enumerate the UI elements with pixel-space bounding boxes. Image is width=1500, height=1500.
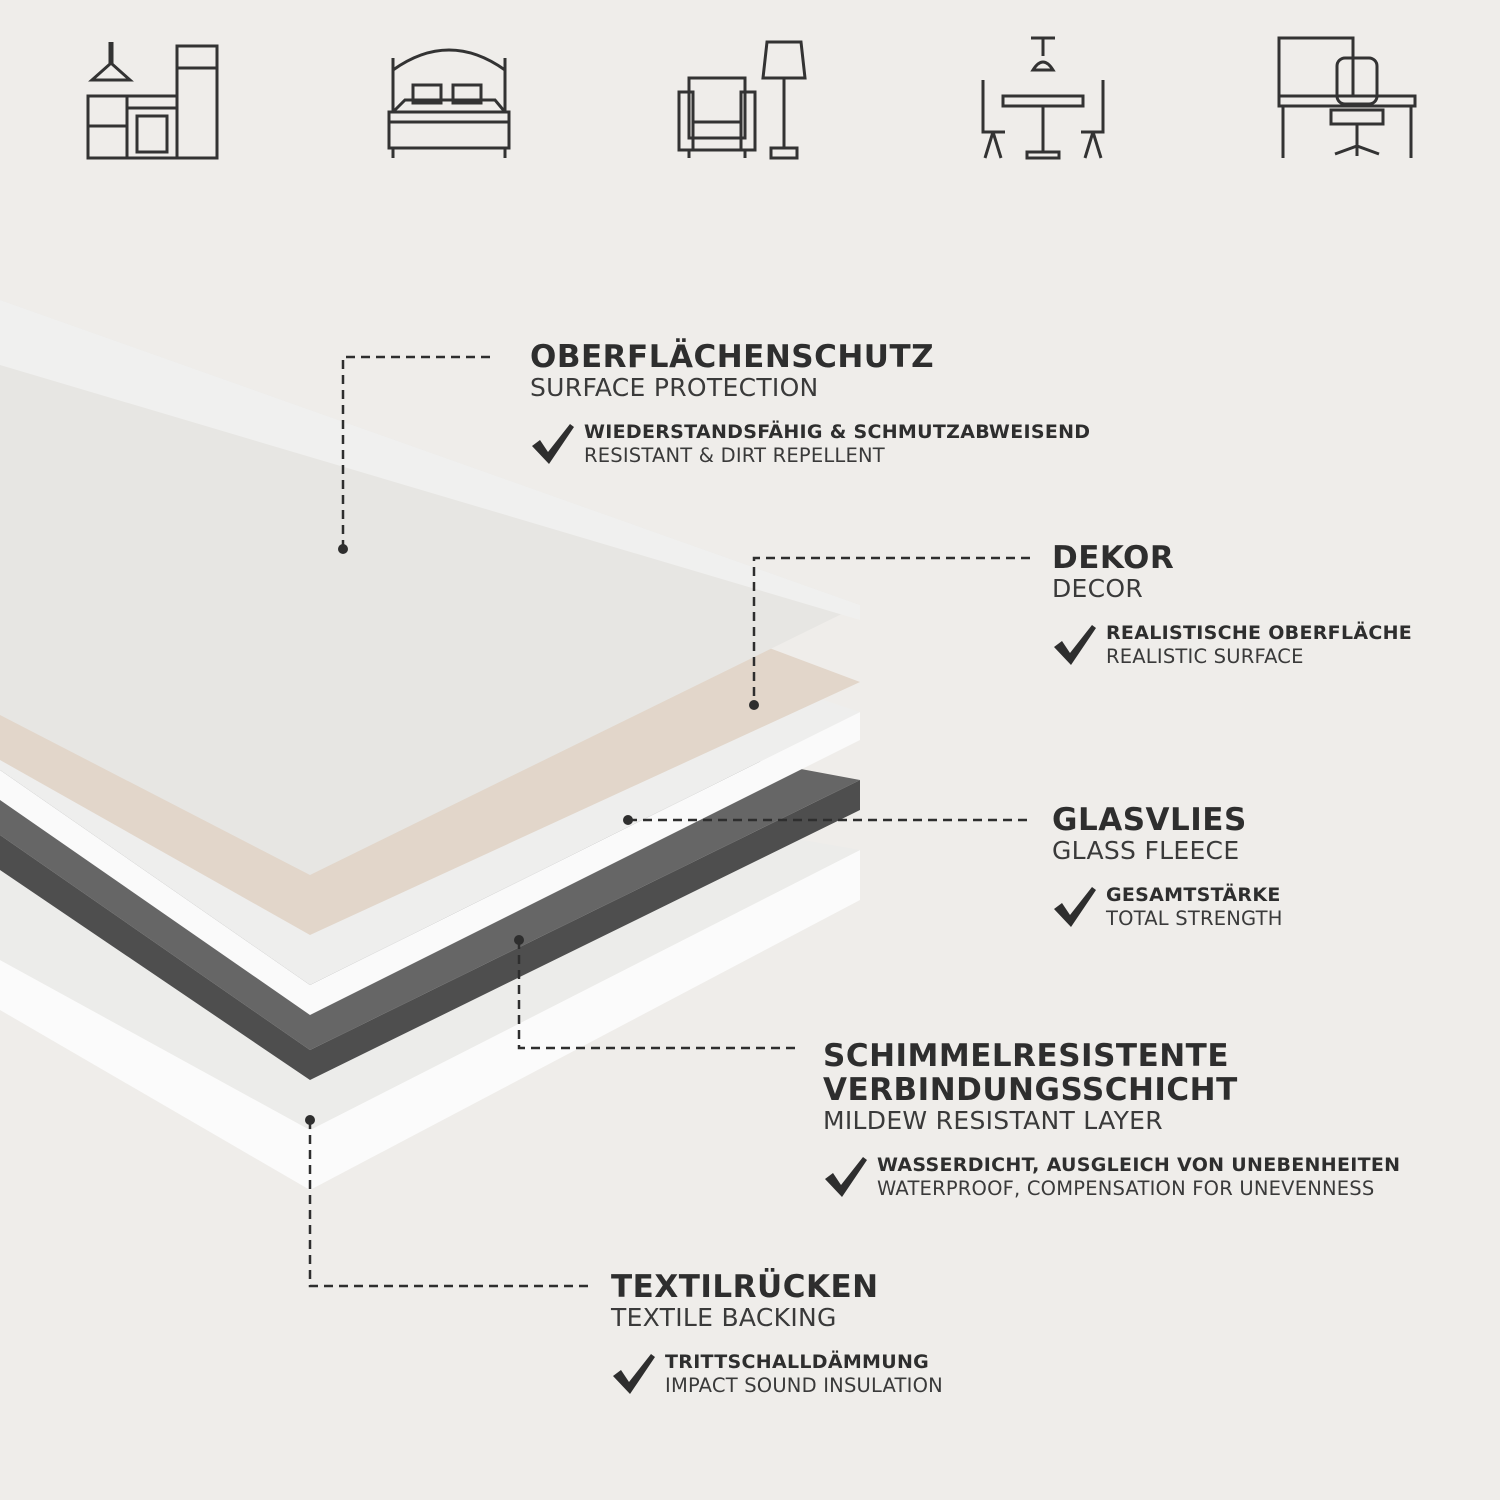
checkmark-icon [1054,887,1096,927]
feature-title: TRITTSCHALLDÄMMUNG [665,1351,930,1373]
feature-subtitle: IMPACT SOUND INSULATION [665,1374,943,1397]
decor-callout: DEKOR DECOR REALISTISCHE OBERFLÄCHE REAL… [1052,541,1412,668]
feature-title: REALISTISCHE OBERFLÄCHE [1106,622,1413,644]
checkmark-icon [825,1157,867,1197]
layer-subtitle: MILDEW RESISTANT LAYER [823,1106,1163,1135]
connector-lines [308,355,1030,1288]
feature-subtitle: REALISTIC SURFACE [1106,645,1304,668]
connector-dot [305,1115,315,1125]
connector-surface-protection [341,355,490,548]
layer-title: TEXTILRÜCKEN [611,1269,879,1305]
feature-title: GESAMTSTÄRKE [1106,884,1281,906]
feature-title: WASSERDICHT, AUSGLEICH VON UNEBENHEITEN [877,1154,1401,1176]
bedroom-icon [387,48,511,158]
layer-title: SCHIMMELRESISTENTE VERBINDUNGSSCHICHT [823,1038,1238,1108]
layer-subtitle: GLASS FLEECE [1052,836,1240,865]
feature-title: WIEDERSTANDSFÄHIG & SCHMUTZABWEISEND [584,421,1091,443]
surface-protection-layer [0,300,860,875]
glass-fleece-callout: GLASVLIES GLASS FLEECE GESAMTSTÄRKE TOTA… [1052,803,1283,930]
layer-title: OBERFLÄCHENSCHUTZ [530,339,935,375]
feature-subtitle: RESISTANT & DIRT REPELLENT [584,444,885,467]
connector-decor [752,556,1030,705]
layer-title: GLASVLIES [1052,802,1247,838]
connector-dot [623,815,633,825]
layer-subtitle: SURFACE PROTECTION [530,373,819,402]
feature-subtitle: TOTAL STRENGTH [1106,907,1283,930]
checkmark-icon [532,424,574,464]
textile-backing-callout: TEXTILRÜCKEN TEXTILE BACKING TRITTSCHALL… [611,1270,943,1397]
mildew-layer-callout: SCHIMMELRESISTENTE VERBINDUNGSSCHICHT MI… [823,1038,1400,1200]
checkmark-icon [1054,625,1096,665]
feature-subtitle: WATERPROOF, COMPENSATION FOR UNEVENNESS [877,1177,1375,1200]
connector-textile-backing [308,1120,590,1288]
surface-protection-callout: OBERFLÄCHENSCHUTZ SURFACE PROTECTION WIE… [530,340,1090,467]
layer-subtitle: DECOR [1052,574,1144,603]
checkmark-icon [613,1354,655,1394]
connector-dot [338,544,348,554]
layer-title: DEKOR [1052,540,1175,576]
connector-dot [514,935,524,945]
living-room-icon [677,40,807,160]
layer-subtitle: TEXTILE BACKING [611,1303,837,1332]
connector-mildew-layer [517,940,800,1050]
connector-dot [749,700,759,710]
office-icon [1277,36,1417,158]
dining-room-icon [981,36,1105,160]
kitchen-icon [86,42,219,160]
